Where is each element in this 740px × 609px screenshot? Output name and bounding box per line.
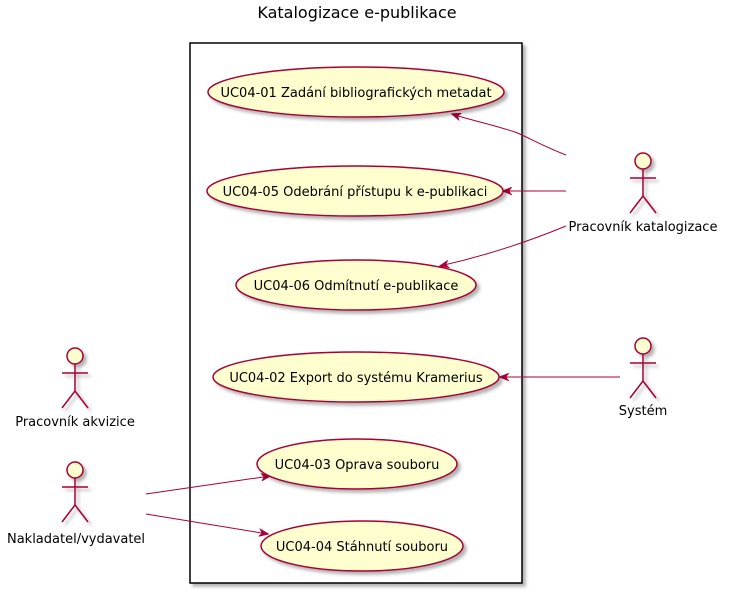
use-case-label: UC04-03 Oprava souboru	[275, 458, 440, 473]
use-case-ellipse	[235, 259, 477, 311]
stick-figure-icon	[61, 347, 89, 409]
association-katalogizace-uc06	[440, 225, 567, 266]
use-case-label: UC04-01 Zadání bibliografických metadat	[220, 86, 491, 101]
actor-label: Pracovník katalogizace	[569, 220, 718, 235]
diagram-title: Katalogizace e-publikace	[257, 3, 456, 22]
stick-figure-icon	[61, 461, 89, 523]
actor-pracovnik-katalogizace: Pracovník katalogizace	[569, 152, 718, 235]
use-case-ellipse	[260, 520, 464, 572]
association-nakladatel-uc04	[145, 513, 268, 534]
use-case-uc02: UC04-02 Export do systému Kramerius	[212, 351, 500, 403]
use-case-ellipse	[207, 66, 505, 118]
use-case-uc03: UC04-03 Oprava souboru	[256, 438, 458, 490]
association-katalogizace-uc01	[452, 114, 567, 156]
use-case-label: UC04-06 Odmítnutí e-publikace	[254, 279, 459, 294]
use-case-uc04: UC04-04 Stáhnutí souboru	[260, 520, 464, 572]
actor-pracovnik-akvizice: Pracovník akvizice	[15, 347, 135, 430]
use-case-label: UC04-05 Odebrání přístupu k e-publikaci	[223, 185, 488, 200]
use-case-uc05: UC04-05 Odebrání přístupu k e-publikaci	[206, 165, 504, 217]
system-boundary	[189, 42, 523, 584]
actor-system: Systém	[619, 337, 667, 419]
actor-label: Nakladatel/vydavatel	[7, 532, 145, 547]
actor-label: Systém	[619, 404, 667, 419]
use-case-ellipse	[212, 351, 500, 403]
actor-label: Pracovník akvizice	[15, 415, 135, 430]
use-case-label: UC04-04 Stáhnutí souboru	[276, 540, 448, 555]
use-case-ellipse	[256, 438, 458, 490]
use-case-uc01: UC04-01 Zadání bibliografických metadat	[207, 66, 505, 118]
use-case-ellipse	[206, 165, 504, 217]
stick-figure-icon	[629, 337, 657, 399]
use-case-label: UC04-02 Export do systému Kramerius	[229, 371, 483, 386]
stick-figure-icon	[629, 152, 657, 214]
use-case-uc06: UC04-06 Odmítnutí e-publikace	[235, 259, 477, 311]
actor-nakladatel-vydavatel: Nakladatel/vydavatel	[7, 461, 145, 547]
associations	[145, 114, 620, 534]
association-nakladatel-uc03	[145, 476, 270, 495]
